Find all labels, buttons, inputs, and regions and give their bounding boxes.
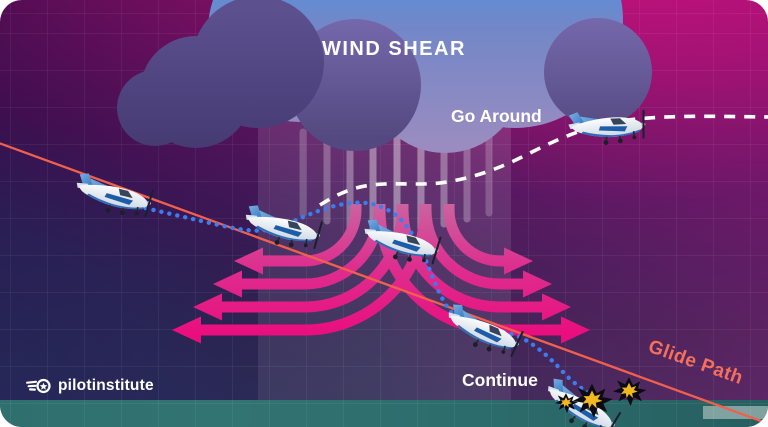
label-continue: Continue [462, 370, 538, 390]
logo-text: pilotinstitute [58, 377, 154, 394]
arrowhead-left-icons [172, 247, 263, 344]
ground [0, 400, 768, 427]
airplane-icon [241, 202, 325, 253]
explosion-icon [613, 377, 647, 406]
pilotinstitute-logo: pilotinstitute [26, 375, 154, 397]
pilot-wings-badge-icon [26, 378, 51, 394]
arrowhead-right-icons [504, 247, 590, 344]
go-around-path [319, 114, 768, 207]
label-go-around: Go Around [451, 106, 542, 126]
continue-path [111, 198, 600, 400]
cumulonimbus-cloud-icon [117, 0, 652, 153]
title-wind-shear: WIND SHEAR [322, 38, 466, 60]
